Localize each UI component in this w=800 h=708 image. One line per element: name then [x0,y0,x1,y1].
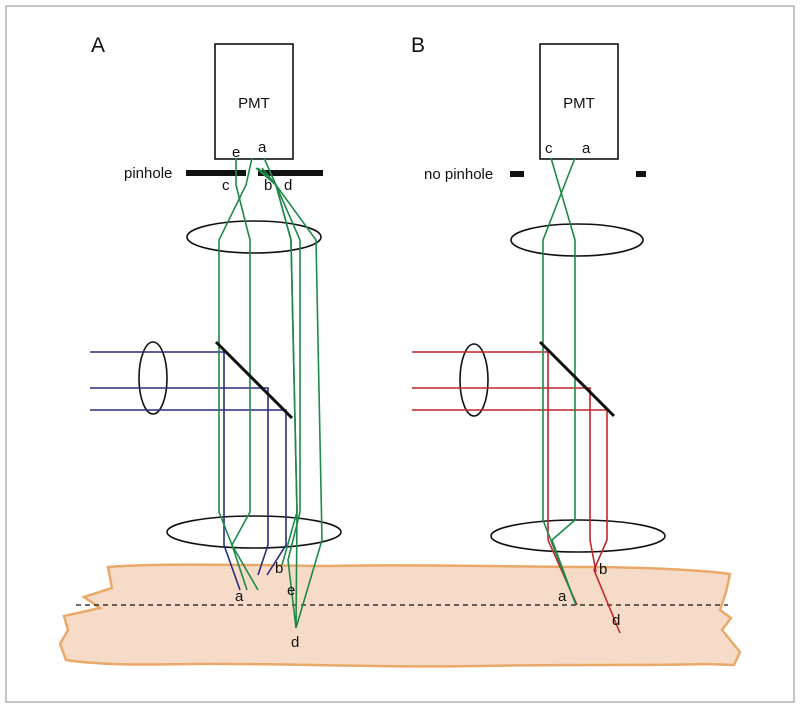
label-a-top-b: a [582,140,591,157]
aperture-stub-right [636,171,646,177]
pinhole-label: pinhole [124,165,172,182]
lens-objective-a [166,515,342,549]
label-b-bottom-b: b [599,561,607,578]
label-a-bottom: a [235,588,244,605]
figure-frame [5,5,795,703]
label-e-top: e [232,144,240,161]
lens-objective-b [490,519,666,553]
lens-excitation-a [138,341,168,415]
label-a-bottom-b: a [558,588,567,605]
pmt-detector-box [214,43,294,160]
aperture-stub-left [510,171,524,177]
excitation-beam-b [412,351,621,634]
label-e-bottom: e [287,582,295,599]
label-a-top: a [258,139,267,156]
label-b-top: b [264,177,272,194]
label-b-bottom: b [275,560,283,577]
lens-collector-a [186,220,322,254]
pmt-detector-box-b [539,43,619,160]
no-pinhole-label: no pinhole [424,166,493,183]
label-c-top: c [222,177,230,194]
pmt-label-b: PMT [563,95,595,112]
excitation-beam-a [90,351,287,591]
panel-a: A PMT pinhole e a c [90,34,342,651]
label-d-bottom: d [291,634,299,651]
pinhole-plate-left [186,170,246,176]
dichroic-mirror-a [214,340,294,420]
panel-a-label: A [91,34,105,57]
pmt-label-a: PMT [238,95,270,112]
label-d-top: d [284,177,292,194]
emission-beam-a [218,157,323,629]
lens-collector-b [510,223,644,257]
emission-beam-b [542,157,577,606]
tissue-sample [58,563,742,668]
label-d-bottom-b: d [612,612,620,629]
lens-excitation-b [459,343,489,417]
panel-b: B PMT no pinhole c a a b d [411,34,666,634]
panel-b-label: B [411,34,425,57]
pinhole-plate-right [258,170,323,176]
dichroic-mirror-b [538,340,616,418]
label-c-top-b: c [545,140,553,157]
